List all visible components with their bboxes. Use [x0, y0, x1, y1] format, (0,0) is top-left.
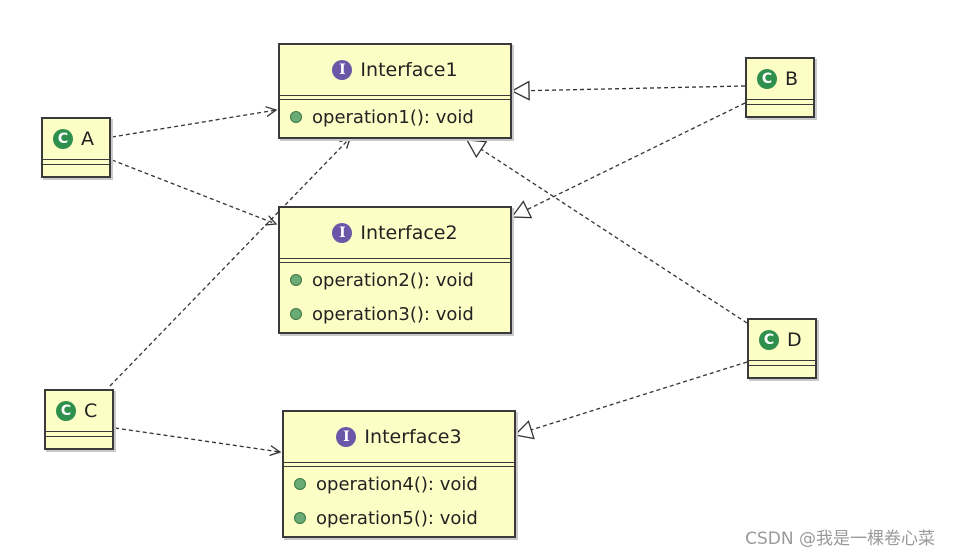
attribute-compartment	[280, 96, 510, 100]
operation-item: operation4(): void	[284, 467, 514, 501]
interface1-name: Interface1	[360, 59, 458, 81]
interface-icon: I	[336, 427, 357, 447]
public-method-icon	[294, 512, 306, 524]
interface1-header: I Interface1	[280, 45, 510, 96]
class-c-name: C	[84, 400, 98, 422]
dependency-a-interface1	[111, 110, 276, 138]
interface2-box[interactable]: I Interface2 operation2(): void operatio…	[278, 206, 512, 334]
operation-label: operation4(): void	[316, 473, 478, 495]
operation-label: operation3(): void	[312, 303, 474, 325]
operation-compartment	[747, 104, 813, 109]
attribute-compartment	[284, 463, 514, 467]
attribute-compartment	[280, 259, 510, 263]
attribute-compartment	[749, 360, 815, 365]
public-method-icon	[290, 111, 302, 123]
class-b-name: B	[785, 68, 799, 90]
dependency-a-interface2	[111, 159, 276, 224]
interface3-name: Interface3	[364, 426, 462, 448]
class-d-name: D	[787, 329, 802, 351]
interface-icon: I	[332, 60, 353, 80]
operation-compartment	[749, 365, 815, 370]
class-icon: C	[759, 330, 779, 350]
operation-label: operation1(): void	[312, 106, 474, 128]
class-icon: C	[757, 69, 777, 89]
dependency-c-interface3	[114, 427, 280, 452]
public-method-icon	[294, 478, 306, 490]
interface2-name: Interface2	[360, 222, 458, 244]
class-c-header: C C	[46, 391, 112, 431]
interface-icon: I	[332, 223, 353, 243]
interface1-box[interactable]: I Interface1 operation1(): void	[278, 43, 512, 139]
realization-d-interface3	[515, 361, 748, 435]
class-icon: C	[56, 401, 76, 421]
class-d-box[interactable]: C D	[747, 318, 817, 379]
class-a-box[interactable]: C A	[41, 117, 111, 178]
operation-item: operation5(): void	[284, 501, 514, 535]
operation-compartment	[46, 436, 112, 441]
attribute-compartment	[747, 99, 813, 104]
interface3-box[interactable]: I Interface3 operation4(): void operatio…	[282, 410, 516, 538]
operation-item: operation2(): void	[280, 263, 510, 297]
watermark-text: CSDN @我是一棵卷心菜	[745, 529, 935, 549]
public-method-icon	[290, 308, 302, 320]
operation-item: operation3(): void	[280, 297, 510, 331]
realization-b-interface2	[512, 102, 746, 217]
realization-b-interface1	[512, 86, 746, 91]
operation-item: operation1(): void	[280, 100, 510, 134]
interface2-header: I Interface2	[280, 208, 510, 259]
class-d-header: C D	[749, 320, 815, 360]
interface3-header: I Interface3	[284, 412, 514, 463]
operation-compartment	[43, 164, 109, 169]
public-method-icon	[290, 274, 302, 286]
dependency-c-interface1	[109, 138, 350, 387]
operation-label: operation5(): void	[316, 507, 478, 529]
class-icon: C	[53, 129, 73, 149]
class-a-name: A	[81, 128, 94, 150]
class-c-box[interactable]: C C	[44, 389, 114, 450]
class-b-header: C B	[747, 59, 813, 99]
class-a-header: C A	[43, 119, 109, 159]
attribute-compartment	[46, 431, 112, 436]
attribute-compartment	[43, 159, 109, 164]
class-b-box[interactable]: C B	[745, 57, 815, 118]
operation-label: operation2(): void	[312, 269, 474, 291]
